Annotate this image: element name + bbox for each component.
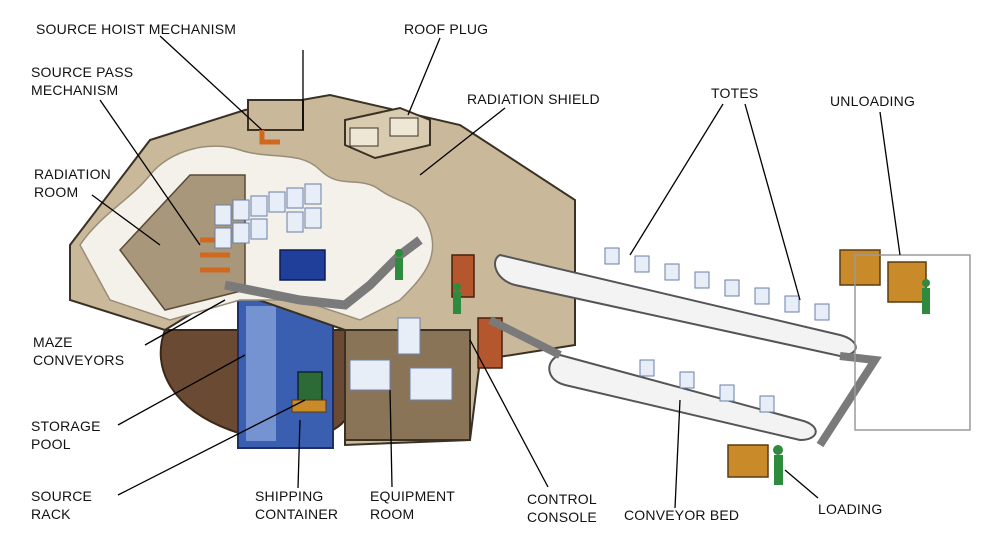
conveyor-loop-lower	[548, 353, 817, 442]
label-control-console-line2: CONSOLE	[527, 509, 597, 525]
label-roof-plug: ROOF PLUG	[404, 21, 489, 37]
label-totes: TOTES	[711, 85, 759, 101]
label-source-rack-line1: SOURCE	[31, 488, 93, 504]
label-source-pass-line2: MECHANISM	[31, 82, 119, 98]
conveyor-link	[488, 316, 882, 448]
fence	[854, 254, 971, 431]
label-loading: LOADING	[818, 501, 883, 517]
source-hoist-housing	[247, 99, 304, 131]
equipment-2	[409, 367, 453, 401]
unloading-pallet-1	[839, 249, 881, 286]
equipment-1	[349, 359, 391, 391]
shipping-container-shape	[291, 399, 327, 413]
roof-plug-block	[349, 127, 379, 147]
label-unloading: UNLOADING	[830, 93, 916, 109]
source-rack-frame	[279, 249, 326, 281]
label-storage-pool-line1: STORAGE	[31, 418, 101, 434]
source-rack-shape	[297, 371, 323, 403]
label-conveyor-bed: CONVEYOR BED	[624, 507, 740, 523]
label-maze-conveyors-line1: MAZE	[33, 334, 73, 350]
leader-lines	[91, 35, 901, 509]
label-radiation-room-line2: ROOM	[34, 184, 79, 200]
equipment-3	[397, 317, 421, 355]
loading-pallet	[727, 444, 769, 478]
label-source-rack-line2: RACK	[31, 506, 71, 522]
maze-conveyor-shape	[224, 236, 423, 310]
unloading-pallet-2	[887, 261, 927, 303]
label-shipping-container-line1: SHIPPING	[255, 488, 324, 504]
label-radiation-shield: RADIATION SHIELD	[467, 91, 600, 107]
radiation-room-totes	[214, 183, 322, 249]
label-storage-pool-line2: POOL	[31, 436, 71, 452]
conveyor-totes	[604, 247, 830, 413]
label-source-pass-line1: SOURCE PASS	[31, 64, 134, 80]
label-equipment-room-line1: EQUIPMENT	[370, 488, 456, 504]
workers	[395, 249, 930, 485]
storage-pool-highlight	[246, 306, 276, 441]
label-maze-conveyors-line2: CONVEYORS	[33, 352, 125, 368]
label-radiation-room-line1: RADIATION	[34, 166, 111, 182]
label-equipment-room-line2: ROOM	[370, 506, 415, 522]
label-control-console-line1: CONTROL	[527, 491, 597, 507]
label-source-hoist-mechanism: SOURCE HOIST MECHANISM	[36, 21, 237, 37]
label-shipping-container-line2: CONTAINER	[255, 506, 339, 522]
control-room-door	[451, 254, 475, 298]
roof-plug-block-2	[389, 117, 419, 137]
